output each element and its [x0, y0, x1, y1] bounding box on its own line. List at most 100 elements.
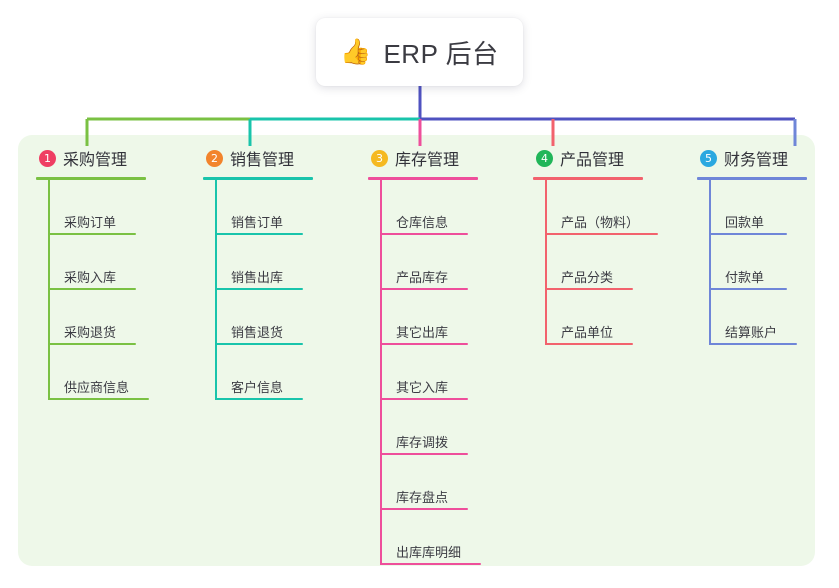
branch-item[interactable]: 其它入库	[380, 345, 513, 400]
branch-number-badge: 1	[39, 149, 56, 167]
branch-item-label: 出库库明细	[396, 545, 462, 560]
branch-item-rule	[48, 233, 136, 235]
branch-item-list: 仓库信息产品库存其它出库其它入库库存调拨库存盘点出库库明细	[380, 180, 513, 565]
branch-item-list: 采购订单采购入库采购退货供应商信息	[48, 180, 181, 400]
branch-item-label: 产品单位	[561, 325, 614, 340]
branch-item-label: 采购订单	[64, 215, 117, 230]
branch-item-list: 回款单付款单结算账户	[709, 180, 815, 345]
branch-item[interactable]: 出库库明细	[380, 510, 513, 565]
branch-title: 产品管理	[560, 152, 625, 169]
branch-column-3: 3 库存管理仓库信息产品库存其它出库其它入库库存调拨库存盘点出库库明细	[368, 146, 513, 565]
branch-item[interactable]: 结算账户	[709, 290, 815, 345]
branch-item-label: 产品库存	[396, 270, 449, 285]
branch-item[interactable]: 付款单	[709, 235, 815, 290]
branch-item-label: 销售出库	[231, 270, 284, 285]
branch-item-rule	[215, 398, 303, 400]
branch-item[interactable]: 产品（物料）	[545, 180, 678, 235]
branch-item[interactable]: 库存调拨	[380, 400, 513, 455]
branch-title: 财务管理	[724, 152, 789, 169]
branch-item[interactable]: 销售订单	[215, 180, 348, 235]
branch-header[interactable]: 4 产品管理	[533, 146, 678, 170]
branch-item-rule	[709, 343, 797, 345]
branch-item-label: 采购入库	[64, 270, 117, 285]
branch-item-rule	[709, 288, 787, 290]
branch-item-label: 库存调拨	[396, 435, 449, 450]
branch-column-5: 5 财务管理回款单付款单结算账户	[697, 146, 815, 345]
branch-item[interactable]: 产品分类	[545, 235, 678, 290]
branch-item-label: 采购退货	[64, 325, 117, 340]
branch-item-label: 库存盘点	[396, 490, 449, 505]
branch-item-label: 产品（物料）	[561, 215, 640, 230]
branch-number-badge: 4	[536, 149, 553, 167]
branch-header-rule	[368, 177, 478, 180]
branch-item[interactable]: 客户信息	[215, 345, 348, 400]
branch-header[interactable]: 2 销售管理	[203, 146, 348, 170]
branch-item-rule	[215, 343, 303, 345]
branch-number-badge: 3	[371, 149, 388, 167]
branch-header[interactable]: 5 财务管理	[697, 146, 815, 170]
branch-item-label: 销售退货	[231, 325, 284, 340]
branch-number-badge: 2	[206, 149, 223, 167]
branch-item-rule	[48, 398, 149, 400]
branch-number-badge: 5	[700, 149, 717, 167]
branch-item[interactable]: 其它出库	[380, 290, 513, 345]
branch-title: 库存管理	[395, 152, 460, 169]
branch-item-rule	[545, 343, 633, 345]
thumbs-up-icon: 👍	[340, 38, 372, 66]
branch-item[interactable]: 回款单	[709, 180, 815, 235]
branch-item[interactable]: 产品库存	[380, 235, 513, 290]
branch-item-rule	[215, 233, 303, 235]
branch-spine	[215, 180, 217, 400]
branch-item[interactable]: 采购退货	[48, 290, 181, 345]
branch-item[interactable]: 产品单位	[545, 290, 678, 345]
branch-column-2: 2 销售管理销售订单销售出库销售退货客户信息	[203, 146, 348, 400]
branch-item[interactable]: 仓库信息	[380, 180, 513, 235]
branch-column-4: 4 产品管理产品（物料） 产品分类产品单位	[533, 146, 678, 345]
branch-spine	[709, 180, 711, 345]
branch-item-rule	[380, 343, 468, 345]
root-node[interactable]: 👍 ERP 后台	[316, 18, 523, 86]
branch-item-rule	[545, 288, 633, 290]
branch-item-rule	[380, 288, 468, 290]
branch-item-rule	[380, 233, 468, 235]
branch-item-list: 产品（物料） 产品分类产品单位	[545, 180, 678, 345]
branch-header-rule	[697, 177, 807, 180]
branch-item-label: 结算账户	[725, 325, 778, 340]
branch-header-rule	[533, 177, 643, 180]
branch-item-label: 回款单	[725, 215, 765, 230]
branch-spine	[380, 180, 382, 565]
root-title: ERP 后台	[383, 38, 499, 69]
branch-header[interactable]: 3 库存管理	[368, 146, 513, 170]
branch-item-label: 仓库信息	[396, 215, 449, 230]
branch-item-label: 销售订单	[231, 215, 284, 230]
branch-item[interactable]: 供应商信息	[48, 345, 181, 400]
branch-header-rule	[36, 177, 146, 180]
branch-item-rule	[215, 288, 303, 290]
diagram-panel	[18, 135, 815, 566]
branch-item-rule	[48, 288, 136, 290]
branch-item-rule	[48, 343, 136, 345]
branch-item-rule	[380, 508, 468, 510]
branch-item-rule	[380, 563, 481, 565]
branch-item[interactable]: 销售出库	[215, 235, 348, 290]
branch-item-rule	[545, 233, 658, 235]
branch-item-label: 供应商信息	[64, 380, 130, 395]
branch-item-label: 其它入库	[396, 380, 449, 395]
branch-item[interactable]: 库存盘点	[380, 455, 513, 510]
branch-item[interactable]: 采购订单	[48, 180, 181, 235]
branch-item-rule	[380, 453, 468, 455]
branch-item-rule	[709, 233, 787, 235]
branch-item[interactable]: 采购入库	[48, 235, 181, 290]
branch-item-label: 付款单	[725, 270, 765, 285]
branch-item-list: 销售订单销售出库销售退货客户信息	[215, 180, 348, 400]
branch-title: 销售管理	[230, 152, 295, 169]
branch-item-label: 产品分类	[561, 270, 614, 285]
branch-item-label: 其它出库	[396, 325, 449, 340]
branch-spine	[545, 180, 547, 345]
branch-header-rule	[203, 177, 313, 180]
branch-item[interactable]: 销售退货	[215, 290, 348, 345]
branch-spine	[48, 180, 50, 400]
